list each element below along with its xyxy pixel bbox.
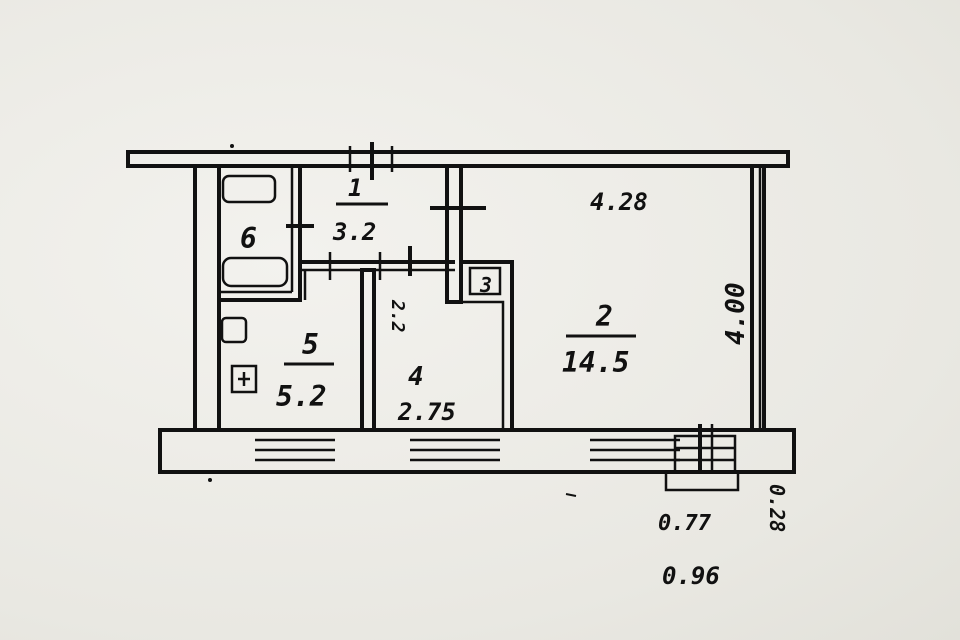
room-2-number: 2 (595, 300, 613, 333)
room4-left-wall (360, 268, 376, 432)
balcony-depth-dim: 0.28 (765, 484, 789, 532)
room-6-number: 6 (240, 222, 257, 255)
balcony-inner-dim: 0.77 (658, 511, 712, 536)
room2-left-wall (445, 164, 463, 304)
bathtub-icon (221, 174, 277, 204)
closet-wall-inner (455, 300, 505, 430)
room-5-number: 5 (302, 328, 319, 361)
window (590, 438, 680, 462)
bottom-exterior-wall (158, 428, 796, 474)
right-wall (750, 164, 766, 432)
balcony-door (664, 424, 740, 492)
stove-icon (230, 364, 258, 394)
room-1-area: 3.2 (332, 218, 376, 246)
balcony-width-dim: 0.96 (662, 562, 720, 590)
window (255, 438, 335, 462)
room-4-number: 4 (408, 362, 424, 392)
sink-icon (220, 316, 248, 344)
room-3-number: 3 (479, 273, 492, 297)
closet-box (468, 266, 502, 296)
room-2-width-dim: 4.28 (590, 188, 648, 216)
bathtub-icon (221, 256, 289, 288)
room-2-depth-dim: 4.00 (721, 282, 751, 345)
window (410, 438, 500, 462)
room-1-number: 1 (348, 174, 362, 202)
balcony-slab (664, 470, 740, 492)
room-5-area: 5.2 (276, 380, 327, 413)
closet-wall (461, 260, 514, 430)
left-wall (193, 164, 221, 432)
room-4-area: 2.75 (397, 398, 456, 426)
room-4-side-dim: 2.2 (387, 299, 408, 333)
top-exterior-wall (126, 150, 790, 168)
bathroom-partition (219, 166, 302, 302)
room-2-area: 14.5 (562, 346, 629, 379)
